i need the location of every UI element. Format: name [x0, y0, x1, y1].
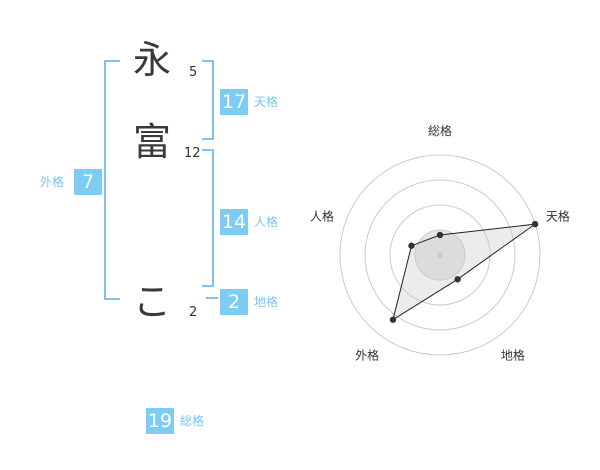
radar-point-地格: [454, 276, 461, 283]
radar-axis-label: 地格: [501, 347, 525, 362]
radar-point-総格: [436, 231, 444, 239]
radar-center-dot: [437, 252, 443, 258]
radar-data-polygon: [392, 223, 536, 321]
jinkaku-label: 人格: [254, 215, 279, 229]
jinkaku-value: 14: [220, 209, 248, 235]
name-char-1: 永: [132, 38, 171, 82]
gaikaku-bracket: [104, 60, 120, 300]
chikaku-bracket: [206, 297, 218, 299]
gaikaku-label: 外格: [40, 175, 65, 189]
name-char-3: こ: [132, 280, 171, 324]
radar-grid-ring: [364, 179, 516, 331]
radar-axis-label: 人格: [310, 209, 334, 224]
chikaku-value: 2: [220, 289, 248, 315]
radar-point-外格: [389, 316, 397, 323]
tenkaku-bracket: [202, 60, 214, 140]
radar-axis-label: 総格: [428, 123, 452, 138]
soukaku-value: 19: [146, 408, 174, 434]
stroke-count-2: 12: [184, 146, 201, 161]
radar-point-人格: [408, 242, 415, 249]
stroke-count-1: 5: [189, 65, 198, 80]
gaikaku-value: 7: [74, 169, 102, 195]
stroke-count-3: 2: [189, 305, 198, 320]
jinkaku-bracket: [202, 149, 214, 287]
tenkaku-label: 天格: [254, 95, 279, 109]
tenkaku-value: 17: [220, 89, 248, 115]
radar-axis-label: 外格: [355, 347, 379, 362]
chikaku-label: 地格: [254, 295, 279, 309]
radar-point-天格: [531, 220, 539, 228]
radar-axis-label: 天格: [546, 209, 570, 224]
soukaku-label: 総格: [180, 414, 205, 428]
radar-grid-ring: [389, 204, 491, 306]
name-char-2: 富: [132, 120, 171, 164]
radar-grid-ring: [339, 154, 541, 356]
